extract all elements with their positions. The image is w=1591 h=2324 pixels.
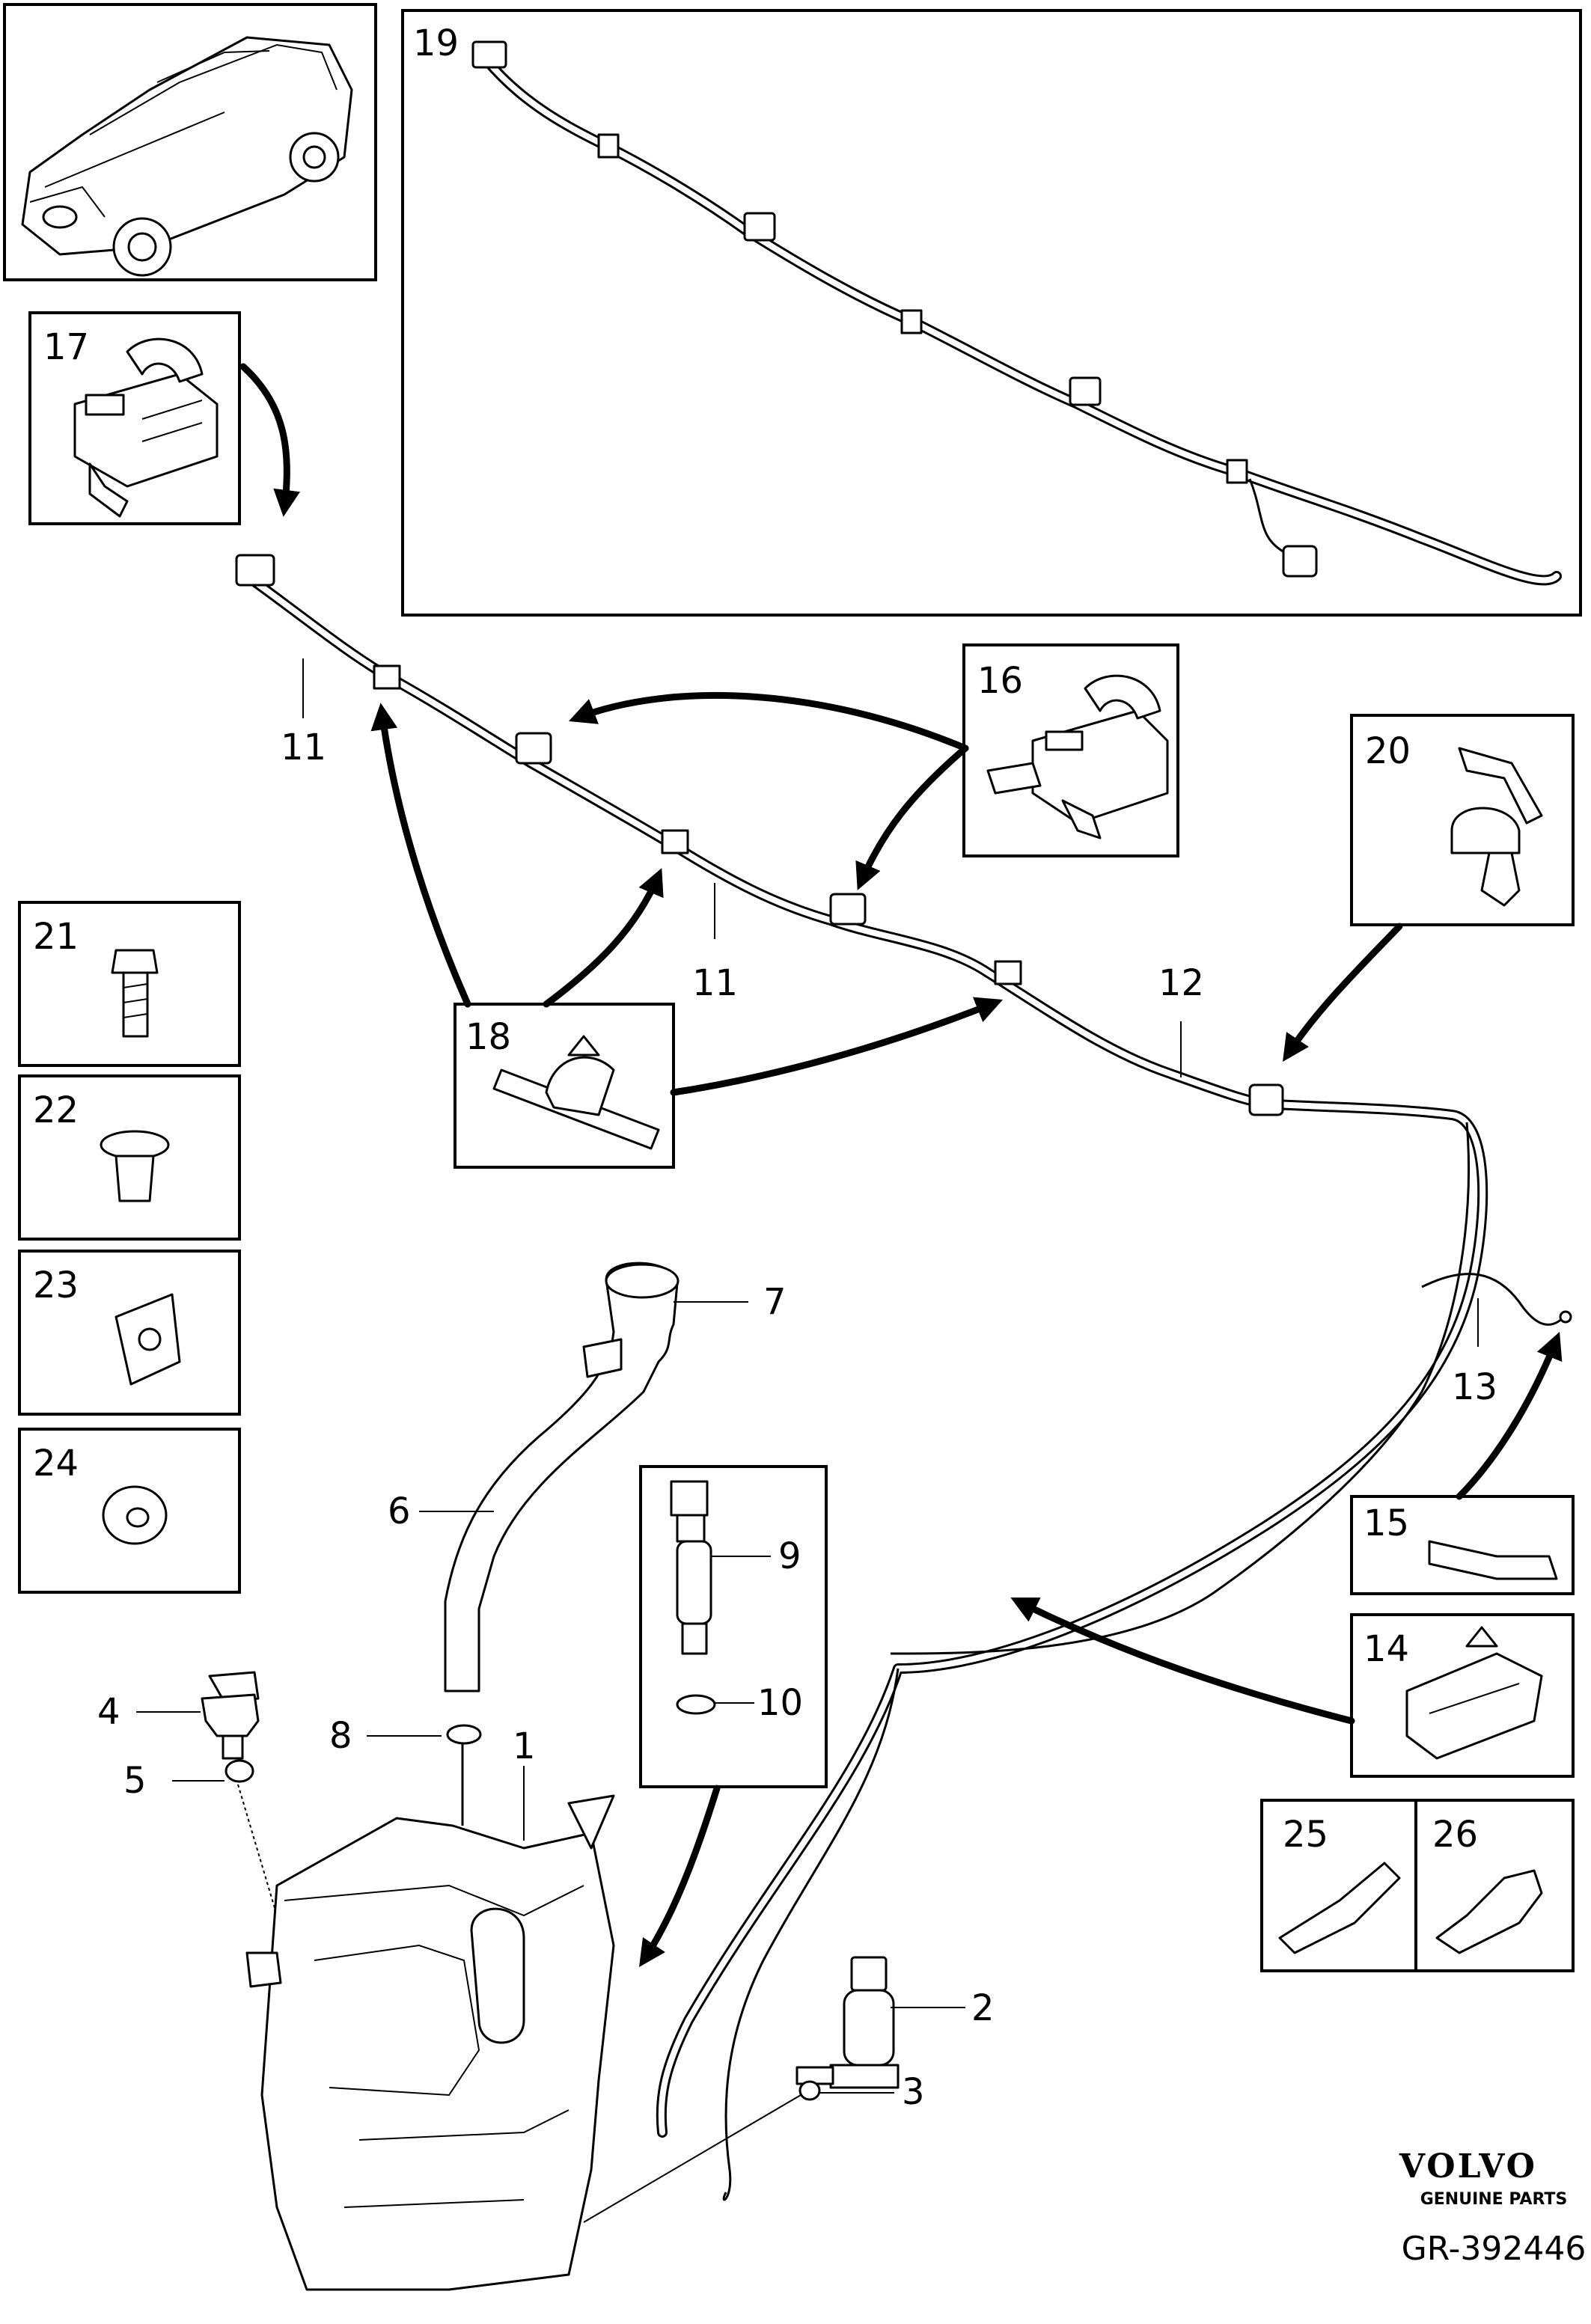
plug-rivet-icon bbox=[100, 1130, 170, 1202]
callout-16: 16 bbox=[977, 660, 1023, 702]
reservoir-icon bbox=[245, 1794, 615, 2291]
callout-25: 25 bbox=[1283, 1814, 1328, 1856]
callout-18: 18 bbox=[465, 1016, 511, 1058]
callout-10: 10 bbox=[757, 1682, 803, 1724]
callout-3: 3 bbox=[902, 2071, 925, 2113]
clip-icon bbox=[471, 40, 1318, 578]
connector-icon bbox=[1278, 1862, 1401, 1954]
reference-number: GR-392446 bbox=[1402, 2230, 1587, 2268]
pump-icon bbox=[796, 1956, 900, 2101]
callout-22: 22 bbox=[33, 1089, 79, 1131]
clip-icon bbox=[1450, 747, 1543, 907]
detail-box-15: 15 bbox=[1350, 1495, 1575, 1595]
nozzle-icon bbox=[73, 337, 219, 518]
connector-icon bbox=[201, 1671, 260, 1783]
brand-logo: VOLVO bbox=[1399, 2147, 1537, 2186]
detail-box-16: 16 bbox=[962, 643, 1179, 857]
detail-box-19: 19 bbox=[401, 9, 1582, 617]
connector-icon bbox=[1435, 1869, 1543, 1954]
clip-icon bbox=[1405, 1626, 1543, 1760]
callout-14: 14 bbox=[1364, 1628, 1409, 1670]
callout-19: 19 bbox=[413, 22, 459, 64]
pump-icon bbox=[670, 1480, 716, 1715]
detail-box-25-26: 25 26 bbox=[1260, 1799, 1575, 1972]
callout-9: 9 bbox=[778, 1535, 801, 1577]
clip-icon bbox=[492, 1035, 660, 1150]
vehicle-thumbnail bbox=[3, 3, 377, 281]
callout-26: 26 bbox=[1432, 1814, 1478, 1856]
detail-box-23: 23 bbox=[18, 1250, 241, 1416]
harness-19-hose bbox=[481, 55, 1562, 586]
callout-12: 12 bbox=[1158, 962, 1204, 1004]
nozzle-icon bbox=[986, 674, 1169, 840]
detail-box-20: 20 bbox=[1350, 714, 1575, 926]
callout-2: 2 bbox=[971, 1987, 995, 2029]
bolt-icon bbox=[111, 949, 159, 1038]
callout-8: 8 bbox=[329, 1715, 352, 1757]
detail-box-22: 22 bbox=[18, 1074, 241, 1241]
filler-neck bbox=[444, 1262, 680, 1826]
callout-11b: 11 bbox=[692, 962, 738, 1004]
detail-box-24: 24 bbox=[18, 1428, 241, 1594]
vehicle-thumbnail-icon bbox=[21, 36, 353, 277]
detail-box-21: 21 bbox=[18, 901, 241, 1067]
callout-21: 21 bbox=[33, 916, 79, 958]
clip-icon bbox=[235, 554, 1284, 1116]
callout-1: 1 bbox=[513, 1725, 536, 1767]
callout-23: 23 bbox=[33, 1265, 79, 1306]
detail-box-9-10: 9 10 bbox=[639, 1465, 828, 1788]
callout-13: 13 bbox=[1452, 1366, 1497, 1408]
speed-nut-icon bbox=[114, 1293, 181, 1386]
callout-7: 7 bbox=[763, 1281, 787, 1323]
detail-box-14: 14 bbox=[1350, 1613, 1575, 1778]
callout-4: 4 bbox=[97, 1691, 120, 1733]
callout-15: 15 bbox=[1364, 1502, 1409, 1544]
callout-17: 17 bbox=[43, 326, 89, 368]
callout-5: 5 bbox=[123, 1760, 147, 1802]
callout-11a: 11 bbox=[281, 727, 326, 768]
washer-icon bbox=[102, 1485, 168, 1545]
callout-6: 6 bbox=[388, 1490, 411, 1532]
footer: VOLVO GENUINE PARTS GR-392446 bbox=[1399, 2147, 1586, 2268]
connector-icon bbox=[1428, 1540, 1558, 1580]
callout-20: 20 bbox=[1365, 730, 1411, 772]
detail-box-18: 18 bbox=[454, 1003, 675, 1169]
detail-box-17: 17 bbox=[28, 311, 241, 525]
brand-tagline: GENUINE PARTS bbox=[1420, 2190, 1568, 2209]
callout-24: 24 bbox=[33, 1443, 79, 1484]
